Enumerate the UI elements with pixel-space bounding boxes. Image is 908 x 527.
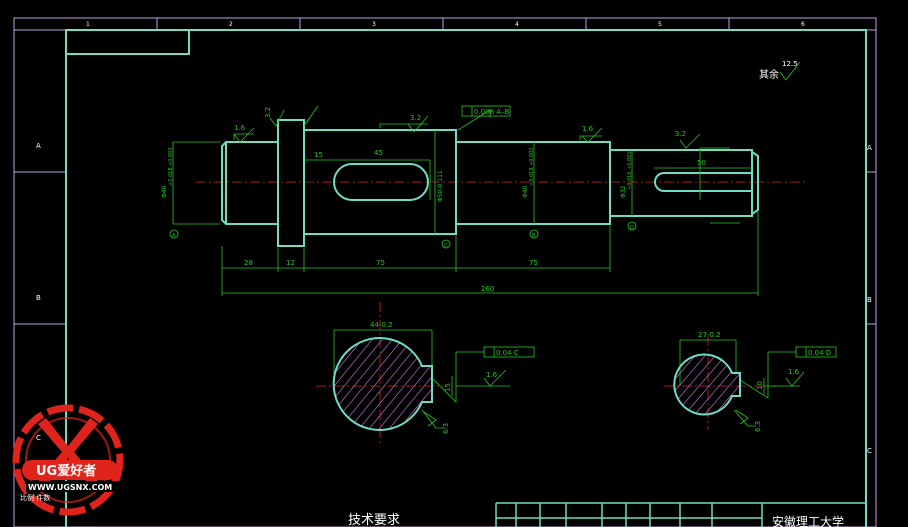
section-2-outline <box>673 353 741 416</box>
zone-right-b: B <box>867 296 872 304</box>
dim-len-75b: 75 <box>529 259 538 267</box>
datum-a: A <box>172 233 176 239</box>
zone-left-b: B <box>36 294 41 302</box>
roughness-val-4: 1.6 <box>582 125 594 133</box>
roughness-val-8: 6.3 <box>442 423 450 434</box>
roughness-val-3: 3.2 <box>410 114 421 122</box>
centerlines <box>196 181 808 444</box>
roughness-symbols <box>233 61 805 427</box>
zone-top-3: 3 <box>372 21 376 28</box>
dim-slot-len: 45 <box>374 149 383 157</box>
zone-left-a: A <box>36 142 41 150</box>
outer-frame <box>13 17 877 527</box>
zone-top-5: 5 <box>658 21 662 28</box>
zone-top-2: 2 <box>229 21 233 28</box>
zone-right-a: A <box>867 144 872 152</box>
dim-sec2-key: 10 <box>756 381 764 390</box>
datum-b: B <box>532 233 536 239</box>
datum-d: D <box>630 225 634 231</box>
dim-diameter-4: Φ32 <box>620 185 627 198</box>
roughness-val-6: 1.6 <box>486 371 498 379</box>
dim-sec1-dia: 44-0.2 <box>370 321 393 329</box>
roughness-val-2: 1.6 <box>234 124 246 132</box>
dim-len-28: 28 <box>244 259 253 267</box>
zone-top-4: 4 <box>515 21 519 28</box>
tolerance-main: 0.008 A–B <box>474 108 510 116</box>
section-1-outline <box>332 337 433 431</box>
dimension-lines <box>172 109 800 429</box>
dim-total: 260 <box>481 285 494 293</box>
roughness-val-7: 1.6 <box>788 368 800 376</box>
roughness-general-value: 12.5 <box>782 60 798 68</box>
dim-diameter-4-tol: +0.016 +0.001 <box>627 151 633 190</box>
dim-diameter-3-tol: +0.018 +0.002 <box>529 147 535 186</box>
dim-diameter-2: Φ50-0.111 <box>437 170 444 202</box>
zone-top-6: 6 <box>801 21 805 28</box>
dim-diameter-3: Φ40 <box>522 185 529 198</box>
ug-logo <box>12 404 124 516</box>
shaft-outline <box>221 119 759 247</box>
zone-right-c: C <box>867 447 872 455</box>
dim-sec2-dia: 27-0.2 <box>698 331 721 339</box>
roughness-val-1: 3.2 <box>264 107 272 118</box>
dim-len-12: 12 <box>286 259 295 267</box>
school-name: 安徽理工大学 <box>772 514 844 527</box>
logo-brand: UG爱好者 <box>36 463 96 479</box>
logo-corner-text: 比例 件数 <box>20 493 50 502</box>
zone-top-1: 1 <box>86 21 90 28</box>
tolerance-key-left: 0.04 C <box>496 349 519 357</box>
dim-slot-offset: 15 <box>314 151 323 159</box>
dim-len-75a: 75 <box>376 259 385 267</box>
tech-requirements-title: 技术要求 <box>348 513 400 527</box>
dim-key-len: 50 <box>697 159 706 167</box>
dim-diameter-1-tol: +0.018 +0.002 <box>168 147 174 186</box>
title-block <box>495 502 866 527</box>
logo-url: WWW.UGSNX.COM <box>28 483 112 492</box>
tolerance-frames <box>461 105 837 358</box>
datum-markers <box>169 221 637 249</box>
dim-sec1-key: 15 <box>444 383 452 392</box>
tolerance-key-right: 0.04 D <box>808 349 831 357</box>
section-1-hatch <box>333 337 432 430</box>
datum-c: C <box>444 243 448 249</box>
roughness-general-label: 其余 <box>759 68 779 81</box>
dim-diameter-1: Φ40 <box>161 185 168 198</box>
inner-border <box>65 29 867 527</box>
zone-left-c: C <box>36 434 41 442</box>
roughness-val-9: 6.3 <box>754 421 762 432</box>
roughness-val-5: 3.2 <box>675 130 686 138</box>
